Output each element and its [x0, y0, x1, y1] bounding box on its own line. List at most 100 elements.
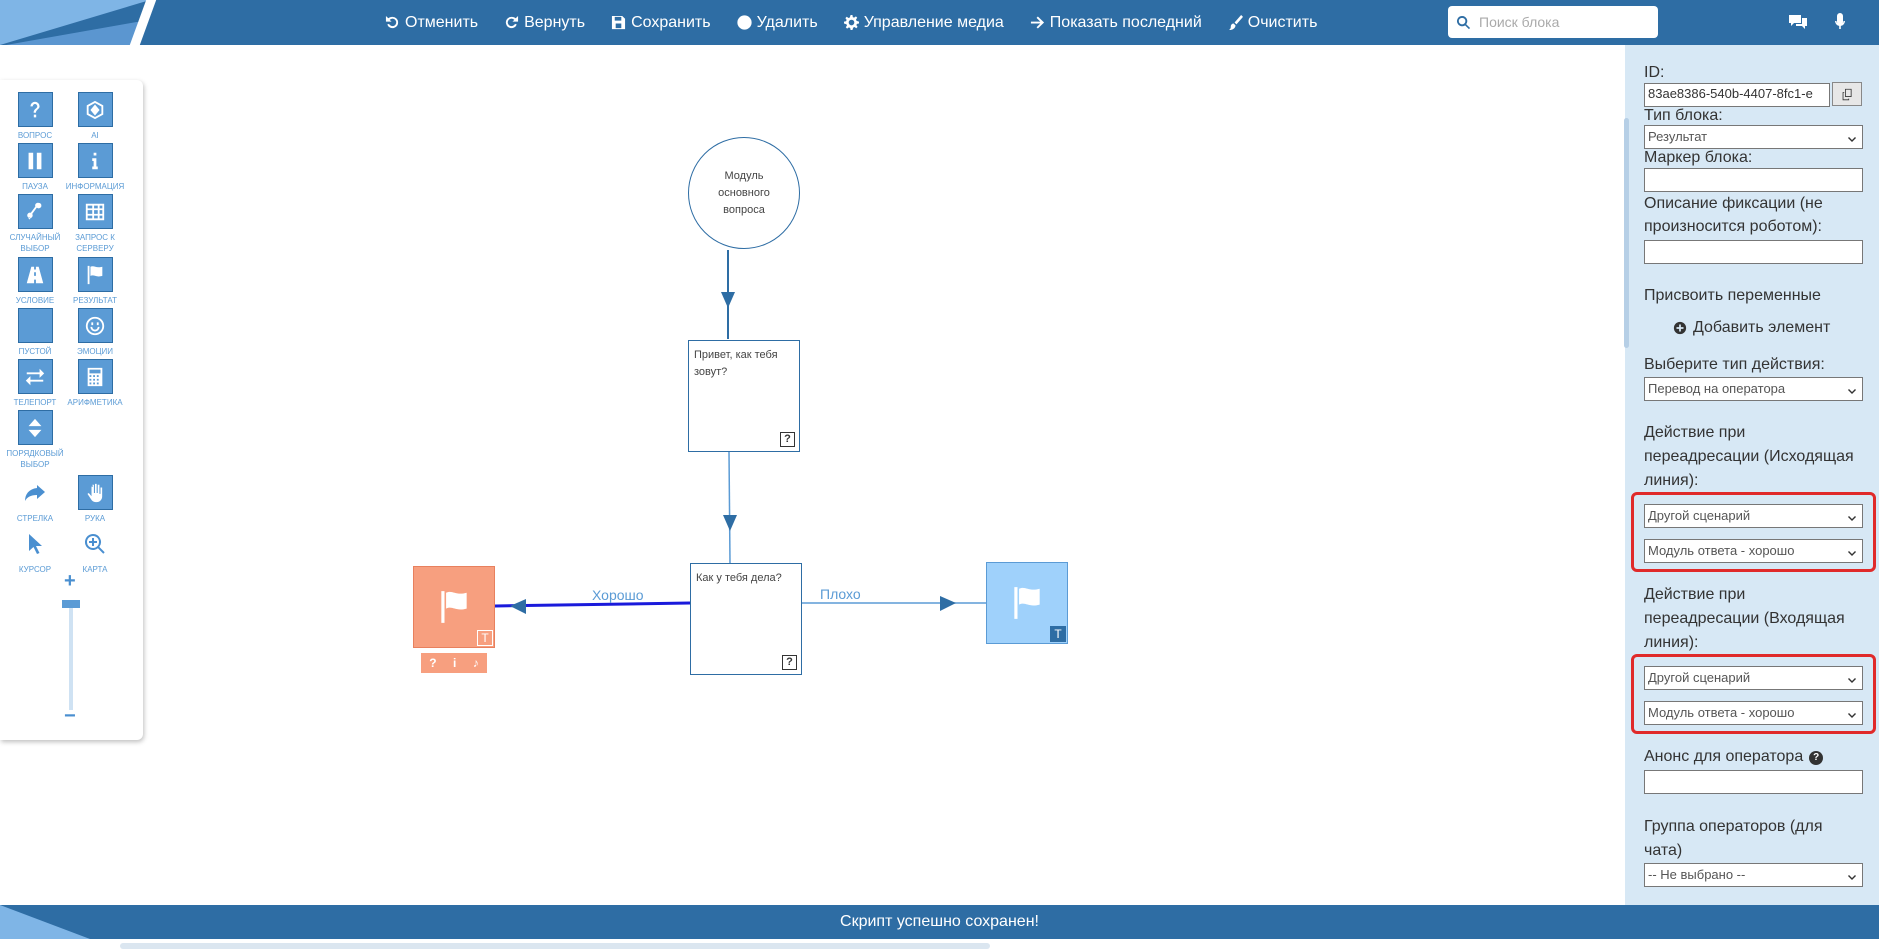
cursor-icon: [18, 526, 53, 561]
tool-condition[interactable]: УСЛОВИЕ: [5, 257, 65, 306]
tool-result[interactable]: РЕЗУЛЬТАТ: [65, 257, 125, 306]
chevron-down-icon: [1847, 385, 1857, 395]
media-button[interactable]: Управление медиа: [843, 13, 1004, 32]
arrowhead: [721, 292, 735, 308]
search-input[interactable]: [1479, 14, 1649, 30]
announce-field[interactable]: [1644, 770, 1863, 794]
select-value: Перевод на оператора: [1648, 381, 1786, 396]
tool-server-request[interactable]: ЗАПРОС К СЕРВЕРУ: [65, 194, 125, 254]
tool-info[interactable]: ИНФОРМАЦИЯ: [65, 143, 125, 192]
panel-scrollbar[interactable]: [1624, 118, 1629, 348]
in-module-select[interactable]: Модуль ответа - хорошо: [1644, 701, 1863, 725]
delete-button[interactable]: Удалить: [736, 14, 818, 32]
tool-label: КАРТА: [82, 565, 108, 574]
copy-id-button[interactable]: [1832, 82, 1862, 106]
fix-desc-field[interactable]: [1644, 240, 1863, 264]
node-quick-actions: ? i ♪: [421, 653, 487, 673]
add-info-icon[interactable]: i: [453, 656, 457, 670]
add-element-button[interactable]: Добавить элемент: [1673, 319, 1830, 337]
undo-icon: [385, 15, 399, 29]
tool-emotions[interactable]: ЭМОЦИИ: [65, 308, 125, 357]
microphone-button[interactable]: [1830, 12, 1850, 37]
add-question-icon[interactable]: ?: [429, 656, 437, 670]
tool-random[interactable]: СЛУЧАЙНЫЙ ВЫБОР: [5, 194, 65, 254]
tool-cursor[interactable]: КУРСОР: [5, 526, 65, 575]
zoom-out-button[interactable]: −: [64, 705, 76, 727]
save-button[interactable]: Сохранить: [611, 14, 711, 32]
tool-arrow[interactable]: СТРЕЛКА: [5, 475, 65, 524]
pause-icon: [17, 143, 53, 178]
save-icon: [612, 15, 626, 30]
announce-label: Анонс для оператора: [1644, 748, 1804, 765]
tool-ai[interactable]: AI: [65, 92, 125, 141]
tool-teleport[interactable]: ТЕЛЕПОРТ: [5, 359, 65, 408]
tool-empty[interactable]: ПУСТОЙ: [5, 308, 65, 357]
zoom-track[interactable]: [69, 605, 73, 710]
result-node-bad[interactable]: T: [986, 562, 1068, 644]
select-value: Модуль ответа - хорошо: [1648, 543, 1795, 558]
media-label: Управление медиа: [863, 13, 1004, 31]
logo-corner-accent: [0, 22, 140, 45]
tool-label: СТРЕЛКА: [16, 514, 54, 523]
empty-block-icon: [17, 308, 53, 343]
edge-how-good[interactable]: [494, 601, 691, 608]
top-bar: Отменить Вернуть Сохранить Удалить Управ…: [0, 0, 1879, 45]
start-module-node[interactable]: Модуль основного вопроса: [688, 137, 800, 249]
id-field[interactable]: 83ae8386-540b-4407-8fc1-e: [1644, 83, 1830, 107]
block-search: [1448, 6, 1658, 38]
tool-label: РЕЗУЛЬТАТ: [73, 296, 117, 305]
sort-icon: [17, 410, 53, 445]
assign-vars-label: Присвоить переменные: [1644, 287, 1821, 304]
in-scenario-select[interactable]: Другой сценарий: [1644, 666, 1863, 690]
action-type-select[interactable]: Перевод на оператора: [1644, 377, 1863, 401]
tool-label: ЭМОЦИИ: [76, 347, 114, 356]
block-type-select[interactable]: Результат: [1644, 125, 1863, 149]
tool-label: ВОПРОС: [17, 131, 53, 140]
gear-icon: [843, 15, 859, 30]
tool-ordinal[interactable]: ПОРЯДКОВЫЙ ВЫБОР: [5, 410, 65, 470]
tool-label: ЗАПРОС К СЕРВЕРУ: [75, 233, 115, 253]
tool-arithmetic[interactable]: АРИФМЕТИКА: [65, 359, 125, 408]
result-node-good[interactable]: T: [413, 566, 495, 648]
edge-greeting-how[interactable]: [728, 451, 731, 564]
chevron-down-icon: [1847, 674, 1857, 684]
tool-label: УСЛОВИЕ: [15, 296, 55, 305]
operator-group-select[interactable]: -- Не выбрано --: [1644, 863, 1863, 887]
search-icon: [1456, 15, 1471, 29]
ai-network-icon: [77, 92, 113, 127]
tool-pause[interactable]: ПАУЗА: [5, 143, 65, 192]
clear-button[interactable]: Очистить: [1228, 14, 1317, 32]
tool-hand[interactable]: РУКА: [65, 475, 125, 524]
question-badge-icon: ?: [782, 655, 797, 670]
zoom-in-button[interactable]: +: [64, 570, 76, 592]
op-group-label-1: Группа операторов (для: [1644, 818, 1823, 835]
out-scenario-select[interactable]: Другой сценарий: [1644, 504, 1863, 528]
copy-icon: [1842, 88, 1852, 100]
toolbar: Отменить Вернуть Сохранить Удалить Управ…: [385, 0, 1317, 45]
node-text: Привет, как тебя зовут?: [694, 349, 778, 378]
arrowhead: [940, 596, 956, 611]
flow-canvas[interactable]: Хорошо Плохо Модуль основного вопроса Пр…: [0, 45, 1625, 949]
question-icon: [17, 92, 53, 127]
help-icon[interactable]: ?: [1809, 751, 1824, 765]
add-random-icon[interactable]: ♪: [472, 656, 479, 670]
status-bar: Скрипт успешно сохранен!: [0, 905, 1879, 939]
tool-question[interactable]: ВОПРОС: [5, 92, 65, 141]
question-node-greeting[interactable]: Привет, как тебя зовут? ?: [688, 340, 800, 452]
flag-icon: [1014, 587, 1040, 619]
zoom-slider-handle[interactable]: [62, 600, 80, 608]
show-last-button[interactable]: Показать последний: [1030, 14, 1202, 32]
undo-button[interactable]: Отменить: [385, 14, 478, 32]
horizontal-scrollbar[interactable]: [120, 943, 990, 949]
out-module-select[interactable]: Модуль ответа - хорошо: [1644, 539, 1863, 563]
select-value: Модуль ответа - хорошо: [1648, 705, 1795, 720]
random-branch-icon: [17, 194, 53, 229]
marker-field[interactable]: [1644, 168, 1863, 192]
tool-label: ТЕЛЕПОРТ: [13, 398, 57, 407]
plus-circle-icon: [1673, 321, 1687, 335]
redo-button[interactable]: Вернуть: [504, 14, 585, 32]
tool-map[interactable]: КАРТА: [65, 526, 125, 575]
question-node-how[interactable]: Как у тебя дела? ?: [690, 563, 802, 675]
chat-button[interactable]: [1788, 12, 1808, 37]
microphone-icon: [1835, 13, 1845, 29]
